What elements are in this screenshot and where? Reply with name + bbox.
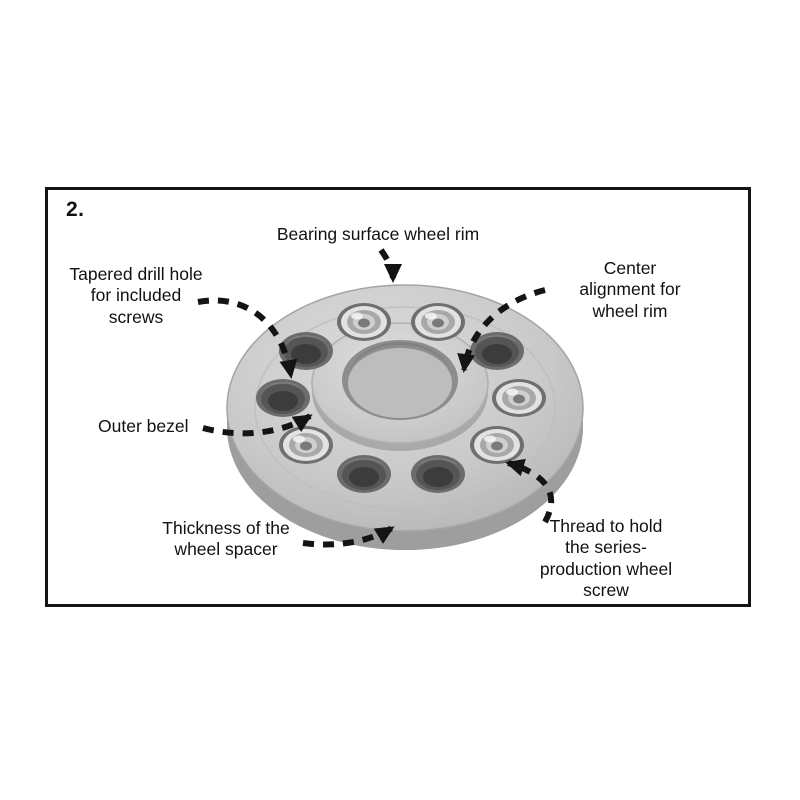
diagram-frame: 2. Bearing surface wheel rim Tapered dri… — [45, 187, 751, 607]
arrow-center-alignment — [457, 287, 546, 373]
label-thread: Thread to hold the series- production wh… — [539, 516, 673, 601]
arrow-thread — [505, 458, 554, 524]
arrow-outer-bezel — [202, 413, 313, 437]
callout-arrows — [197, 248, 554, 548]
arrow-bearing-surface — [378, 248, 402, 283]
label-thickness: Thickness of the wheel spacer — [162, 518, 290, 560]
label-tapered-drill-hole: Tapered drill hole for included screws — [69, 264, 203, 327]
spacer-hub — [311, 322, 489, 451]
label-outer-bezel: Outer bezel — [98, 416, 189, 436]
label-center-alignment: Center alignment for wheel rim — [579, 258, 681, 321]
arrow-tapered-drill-hole — [197, 297, 298, 379]
label-bearing-surface: Bearing surface wheel rim — [276, 224, 480, 244]
arrow-thickness — [302, 525, 395, 548]
figure-number: 2. — [66, 198, 85, 221]
diagram-area: 2. Bearing surface wheel rim Tapered dri… — [48, 190, 748, 604]
wheel-spacer-illustration — [197, 248, 584, 550]
